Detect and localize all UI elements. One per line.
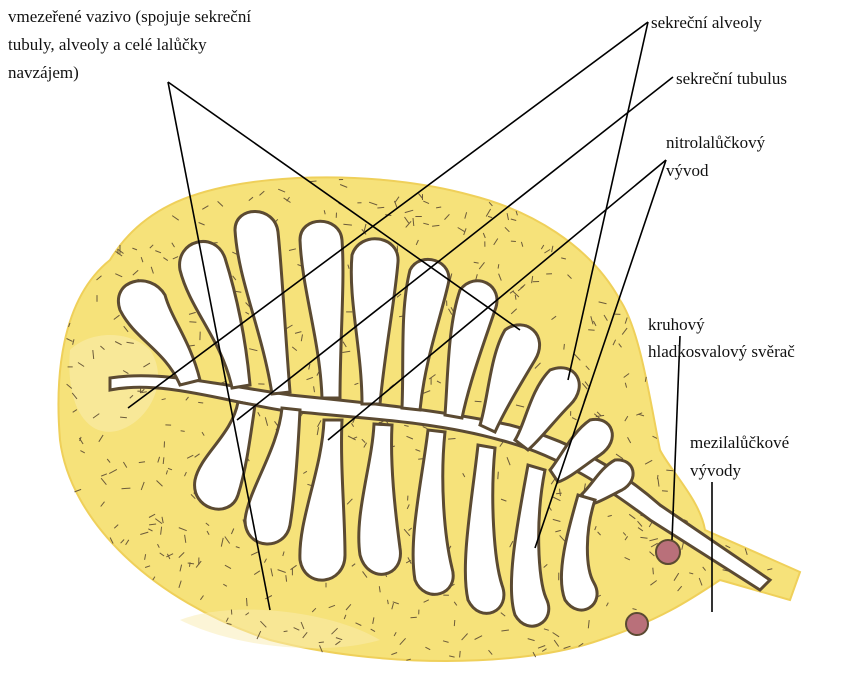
fiber-dash bbox=[122, 488, 131, 489]
label-intralobular-duct-line2: vývod bbox=[666, 161, 709, 180]
fiber-dash bbox=[310, 181, 316, 182]
label-sphincter-line1: kruhový bbox=[648, 315, 705, 334]
fiber-dash bbox=[653, 568, 654, 575]
fiber-dash bbox=[556, 493, 562, 494]
fiber-dash bbox=[475, 401, 482, 402]
fiber-dash bbox=[163, 457, 164, 464]
label-connective-tissue-line3: navzájem) bbox=[8, 63, 79, 82]
fiber-dash bbox=[498, 472, 499, 480]
fiber-dash bbox=[247, 598, 248, 606]
fiber-dash bbox=[181, 431, 185, 432]
fiber-dash bbox=[448, 439, 455, 440]
fiber-dash bbox=[454, 620, 455, 626]
fiber-dash bbox=[189, 322, 196, 323]
label-intralobular-duct-line1: nitrolalůčkový bbox=[666, 133, 766, 152]
fiber-dash bbox=[377, 207, 384, 208]
label-secretory-tubulus: sekreční tubulus bbox=[676, 69, 787, 88]
label-interlobular-ducts-line1: mezilalůčkové bbox=[690, 433, 789, 452]
fiber-dash bbox=[284, 631, 288, 632]
sphincter-ring bbox=[656, 540, 680, 564]
label-connective-tissue-line2: tubuly, alveoly a celé lalůčky bbox=[8, 35, 207, 54]
label-connective-tissue-line1: vmezeřené vazivo (spojuje sekreční bbox=[8, 7, 251, 26]
fiber-dash bbox=[120, 417, 127, 418]
fiber-dash bbox=[564, 344, 565, 350]
fiber-dash bbox=[460, 651, 461, 658]
fiber-dash bbox=[319, 642, 324, 643]
label-interlobular-ducts-line2: vývody bbox=[690, 461, 742, 480]
fiber-dash bbox=[198, 402, 203, 403]
fiber-dash bbox=[588, 330, 594, 331]
fiber-dash bbox=[666, 470, 673, 471]
label-secretory-alveoli: sekreční alveoly bbox=[651, 13, 762, 32]
fiber-dash bbox=[190, 562, 191, 567]
sphincter-ring bbox=[626, 613, 648, 635]
fiber-dash bbox=[142, 392, 147, 393]
fiber-dash bbox=[498, 264, 499, 268]
label-sphincter-line2: hladkosvalový svěrač bbox=[648, 342, 795, 361]
